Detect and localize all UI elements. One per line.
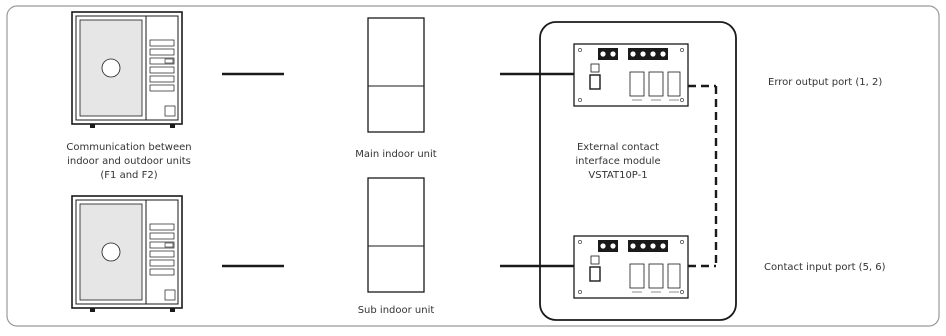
- control-board-bottom: [573, 235, 689, 299]
- dashed-port-link: [688, 84, 718, 268]
- control-board-icon: [573, 235, 689, 299]
- error-port-label: Error output port (1, 2): [768, 77, 883, 88]
- outdoor-comm-label-line2: indoor and outdoor units: [67, 156, 191, 167]
- contact-port-label: Contact input port (5, 6): [764, 262, 886, 273]
- outer-frame: [6, 5, 940, 327]
- module-label: External contact interface module VSTAT1…: [558, 141, 678, 183]
- terminal-block-icon: [628, 48, 668, 60]
- outdoor-unit-bottom: [71, 195, 183, 312]
- sub-indoor-label: Sub indoor unit: [357, 305, 435, 316]
- module-label-line2: interface module: [575, 156, 661, 167]
- main-indoor-unit: [367, 17, 425, 133]
- module-label-line3: VSTAT10P-1: [588, 170, 648, 181]
- outdoor-comm-label-line3: (F1 and F2): [100, 170, 158, 181]
- control-board-icon: [573, 43, 689, 107]
- terminal-block-icon: [598, 240, 618, 252]
- indoor-unit-icon: [367, 17, 425, 133]
- terminal-block-icon: [628, 240, 668, 252]
- indoor-unit-icon: [367, 177, 425, 293]
- control-board-top: [573, 43, 689, 107]
- terminal-block-icon: [598, 48, 618, 60]
- module-label-line1: External contact: [576, 142, 660, 153]
- module-enclosure: [539, 21, 737, 321]
- outdoor-comm-label: Communication between indoor and outdoor…: [48, 141, 210, 183]
- outdoor-comm-label-line1: Communication between: [66, 142, 192, 153]
- main-indoor-label: Main indoor unit: [355, 149, 437, 160]
- sub-indoor-unit: [367, 177, 425, 293]
- outdoor-unit-icon: [71, 11, 183, 128]
- outdoor-unit-top: [71, 11, 183, 128]
- outdoor-unit-icon: [71, 195, 183, 312]
